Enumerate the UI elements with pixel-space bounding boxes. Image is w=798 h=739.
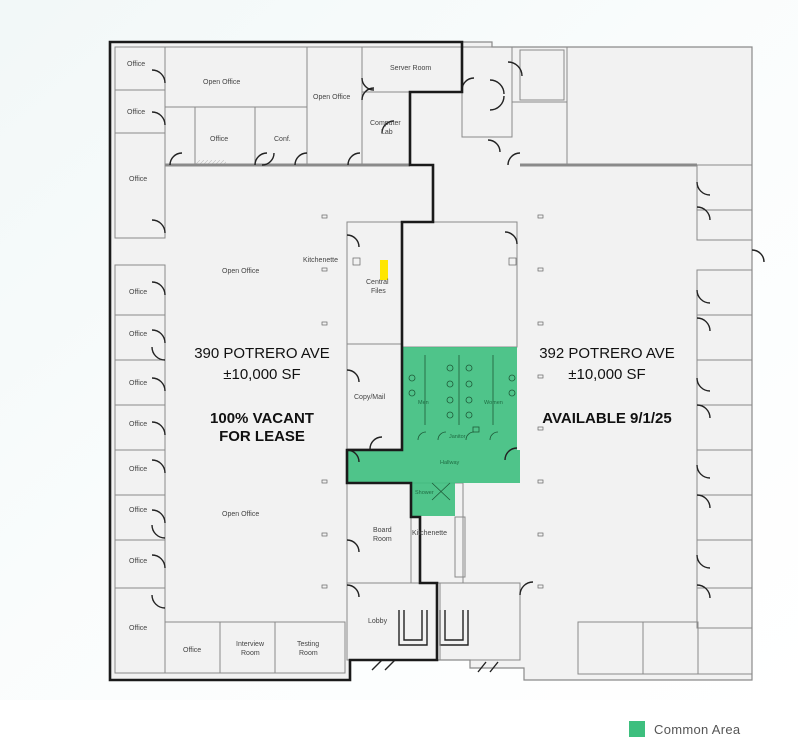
- office-label: Office: [129, 466, 147, 473]
- central-label: Central: [366, 279, 389, 286]
- women-restroom-label: Women: [484, 400, 503, 406]
- office-label: Office: [129, 331, 147, 338]
- left-suite-status-line1: 100% VACANT: [210, 410, 314, 427]
- room-label: Room: [241, 650, 260, 657]
- office-label: Office: [129, 176, 147, 183]
- conf-label: Conf.: [274, 136, 291, 143]
- testing-label: Testing: [297, 641, 319, 648]
- legend: Common Area: [629, 720, 740, 738]
- open-office-label: Open Office: [313, 94, 350, 101]
- shower-label: Shower: [415, 490, 434, 496]
- room-labels: Office Office Office Office Office Offic…: [127, 61, 447, 657]
- kitchenette-label: Kitchenette: [303, 257, 338, 264]
- interview-label: Interview: [236, 641, 265, 648]
- men-restroom-label: Men: [418, 400, 429, 406]
- right-suite-address: 392 POTRERO AVE: [539, 345, 675, 362]
- office-label: Office: [210, 136, 228, 143]
- floor-fixtures: [321, 214, 544, 589]
- hallway-label: Hallway: [440, 460, 460, 466]
- open-office-label: Open Office: [222, 268, 259, 275]
- lab-label: Lab: [381, 129, 393, 136]
- janitor-label: Janitor: [449, 434, 466, 440]
- room-label: Room: [373, 536, 392, 543]
- computer-label: Computer: [370, 120, 401, 127]
- lobby-label: Lobby: [368, 618, 388, 625]
- office-label: Office: [129, 558, 147, 565]
- office-label: Office: [127, 109, 145, 116]
- office-label: Office: [129, 507, 147, 514]
- kitchenette-label: Kitchenette: [412, 530, 447, 537]
- left-suite-size: ±10,000 SF: [223, 366, 300, 383]
- central-files-marker: [380, 260, 388, 280]
- office-label: Office: [129, 421, 147, 428]
- office-label: Office: [127, 61, 145, 68]
- legend-label: Common Area: [654, 721, 741, 737]
- legend-swatch: [629, 721, 645, 737]
- right-suite-size: ±10,000 SF: [568, 366, 645, 383]
- office-label: Office: [129, 380, 147, 387]
- files-label: Files: [371, 288, 386, 295]
- left-suite-status-line2: FOR LEASE: [219, 428, 305, 445]
- copy-mail-label: Copy/Mail: [354, 394, 386, 401]
- right-suite-labels: 392 POTRERO AVE ±10,000 SF AVAILABLE 9/1…: [539, 345, 675, 427]
- left-suite-boundary: [108, 40, 464, 682]
- open-office-label: Open Office: [203, 79, 240, 86]
- office-label: Office: [129, 289, 147, 296]
- server-room-label: Server Room: [390, 65, 431, 72]
- left-suite-labels: 390 POTRERO AVE ±10,000 SF 100% VACANT F…: [194, 345, 330, 445]
- left-suite-address: 390 POTRERO AVE: [194, 345, 330, 362]
- office-label: Office: [183, 647, 201, 654]
- room-label: Room: [299, 650, 318, 657]
- right-suite-status: AVAILABLE 9/1/25: [542, 410, 671, 427]
- board-label: Board: [373, 527, 392, 534]
- open-office-label: Open Office: [222, 511, 259, 518]
- door-swings: [151, 61, 765, 673]
- common-area: Men Women Janitor Hallway Shower: [347, 347, 520, 516]
- office-label: Office: [129, 625, 147, 632]
